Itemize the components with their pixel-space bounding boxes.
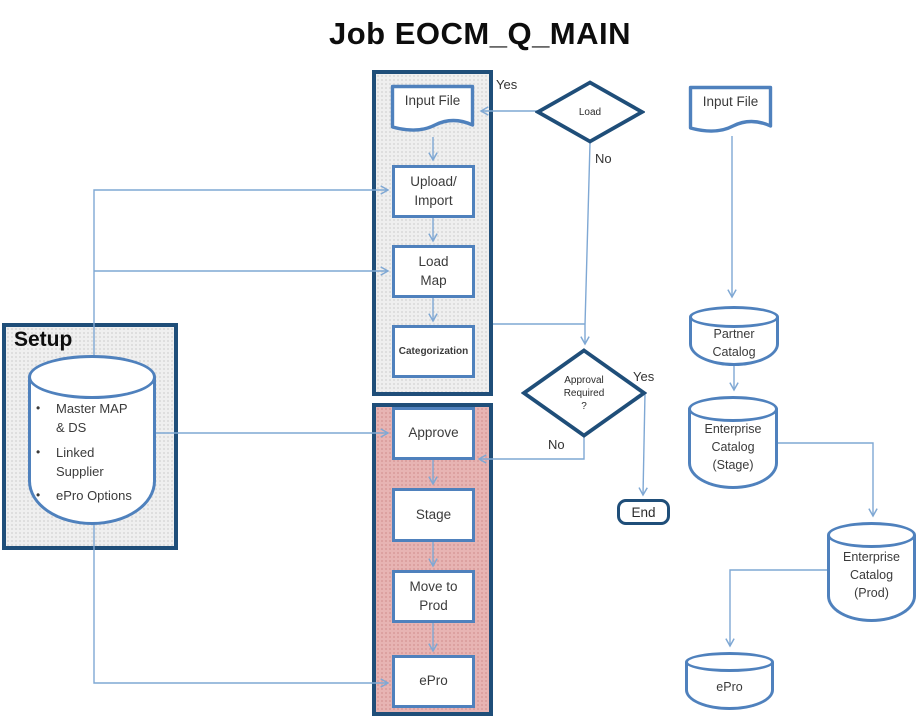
node-label: Categorization (398, 345, 469, 357)
decision-label: Approval Required ? (563, 374, 605, 412)
node-label: Move to Prod (409, 579, 458, 613)
node-label: Partner Catalog (712, 327, 756, 360)
list-item: • Master MAP & DS (36, 400, 156, 438)
list-item-label: ePro Options (56, 488, 132, 504)
node-catalog-input-file: Input File (688, 85, 773, 138)
node-approve: Approve (392, 407, 475, 460)
node-label: Enterprise Catalog (Stage) (704, 422, 762, 473)
setup-options-list: • Master MAP & DS • Linked Supplier • eP… (36, 400, 156, 512)
decision-label: Load (578, 106, 602, 118)
page-title: Job EOCM_Q_MAIN (328, 16, 632, 51)
decision-approval-required: Approval Required ? (521, 348, 647, 438)
diamond-shape-icon (535, 80, 645, 144)
edge-label-approval-yes: Yes (633, 369, 655, 384)
node-epro-step: ePro (392, 655, 475, 708)
edge-label-load-yes: Yes (496, 77, 518, 92)
node-label: Load Map (418, 254, 449, 288)
node-load-map: Load Map (392, 245, 475, 298)
node-label: Upload/ Import (410, 174, 457, 208)
node-label: Input File (404, 93, 461, 108)
cylinder-body-icon (688, 409, 778, 489)
node-stage: Stage (392, 488, 475, 542)
node-input-file: Input File (390, 84, 475, 137)
epro-database-cylinder: ePro (685, 652, 774, 710)
node-label: Stage (415, 506, 452, 522)
document-shape-icon (688, 85, 773, 133)
node-upload-import: Upload/ Import (392, 165, 475, 218)
partner-catalog-cylinder: Partner Catalog (689, 306, 779, 366)
decision-load: Load (535, 80, 645, 144)
enterprise-catalog-prod-cylinder: Enterprise Catalog (Prod) (827, 522, 916, 622)
list-item-label: Master MAP & DS (56, 401, 128, 435)
node-move-to-prod: Move to Prod (392, 570, 475, 623)
setup-title: Setup (14, 328, 73, 351)
edge-label-approval-no: No (548, 437, 565, 452)
cylinder-top-icon (689, 306, 779, 328)
list-item: • ePro Options (36, 487, 156, 506)
node-end: End (617, 499, 670, 525)
setup-database-cylinder (28, 355, 156, 525)
cylinder-top-icon (827, 522, 916, 548)
node-label: End (631, 504, 656, 520)
cylinder-body-icon (28, 377, 156, 525)
bullet-icon: • (36, 488, 41, 503)
node-label: Input File (702, 94, 759, 109)
list-item: • Linked Supplier (36, 444, 156, 482)
edge-label-load-no: No (595, 151, 612, 166)
bullet-icon: • (36, 401, 41, 415)
node-label: ePro (419, 673, 448, 689)
enterprise-catalog-stage-cylinder: Enterprise Catalog (Stage) (688, 396, 778, 489)
node-categorization: Categorization (392, 325, 475, 378)
document-shape-icon (390, 84, 475, 132)
node-label: Approve (408, 425, 459, 441)
node-label: ePro (716, 680, 743, 694)
list-item-label: Linked Supplier (56, 444, 104, 479)
diamond-shape-icon (521, 348, 647, 438)
cylinder-top-icon (688, 396, 778, 422)
cylinder-body-icon (827, 535, 916, 622)
cylinder-top-icon (685, 652, 774, 672)
bullet-icon: • (36, 444, 41, 459)
cylinder-top-icon (28, 355, 156, 399)
node-label: Enterprise Catalog (Prod) (843, 550, 900, 601)
